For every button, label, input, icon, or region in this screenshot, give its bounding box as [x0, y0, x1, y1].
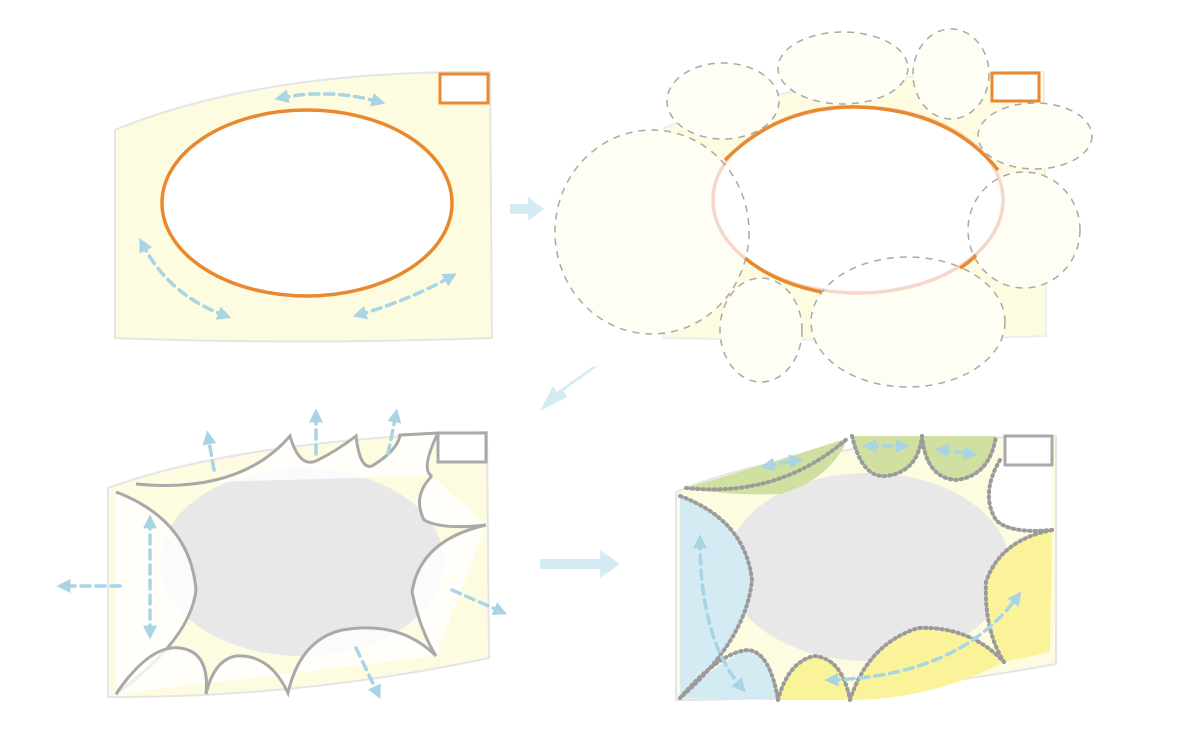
circle-right-upper — [977, 102, 1093, 170]
stage-2-panel — [554, 28, 1093, 388]
stage-1-central-atrium — [160, 108, 454, 298]
stage-4-arrow-green-3 — [934, 444, 978, 460]
circle-top-right — [912, 28, 990, 120]
stage-3-corner-room — [436, 431, 488, 464]
transition-arrow-2-to-3 — [540, 366, 598, 411]
stage-3-expansion-arrows — [56, 408, 508, 700]
stage-3-arrow-bottom — [354, 646, 381, 700]
stage-2-atrium-edge-top — [723, 105, 1000, 172]
stage-4-central-void — [726, 473, 1010, 661]
stage-1-corner-room — [438, 72, 490, 105]
stage-2-atrium-edge-bottom — [743, 256, 823, 294]
transition-arrow-1-to-2 — [510, 197, 544, 221]
stage-3-central-void — [160, 468, 444, 656]
stage-4-panel — [675, 434, 1057, 702]
circle-bottom-large — [810, 256, 1006, 388]
lobe-right-lower — [410, 523, 487, 657]
stage-3-panel — [56, 408, 508, 700]
lobe-bottom — [114, 626, 438, 698]
circle-large-left — [554, 129, 750, 335]
stage-3-arrow-top-1 — [202, 430, 217, 472]
stage-1-circulation-arrow-top — [274, 89, 386, 107]
stage-4-arrow-blue — [693, 534, 746, 693]
circle-bottom-small — [719, 277, 803, 383]
lobe-right-upper — [418, 474, 487, 529]
circle-top-left — [666, 62, 780, 140]
lobe-top — [135, 431, 441, 487]
stage-2-corner-room — [990, 71, 1041, 103]
circle-right-lower — [967, 171, 1081, 289]
stage-4-arrow-green-1 — [760, 454, 804, 472]
transition-arrow-3-to-4 — [540, 550, 620, 578]
stage-3-arrow-top-3 — [386, 408, 402, 456]
stage-4-corner-room — [1003, 434, 1054, 467]
stage-4-circulation-arrows — [693, 439, 1022, 693]
stage-3-lobes — [114, 431, 487, 698]
circle-top-middle — [777, 31, 909, 105]
zone-white-right-upper — [988, 460, 1052, 531]
stage-1-circulation-arrow-bottom — [352, 273, 457, 320]
stage-4-arrow-yellow — [824, 591, 1022, 687]
stage-2-atrium-edge-right — [959, 253, 978, 270]
stage-2-circle-outlines — [554, 28, 1093, 388]
stage-1-panel — [114, 70, 494, 343]
stage-3-arrow-right — [450, 588, 508, 616]
